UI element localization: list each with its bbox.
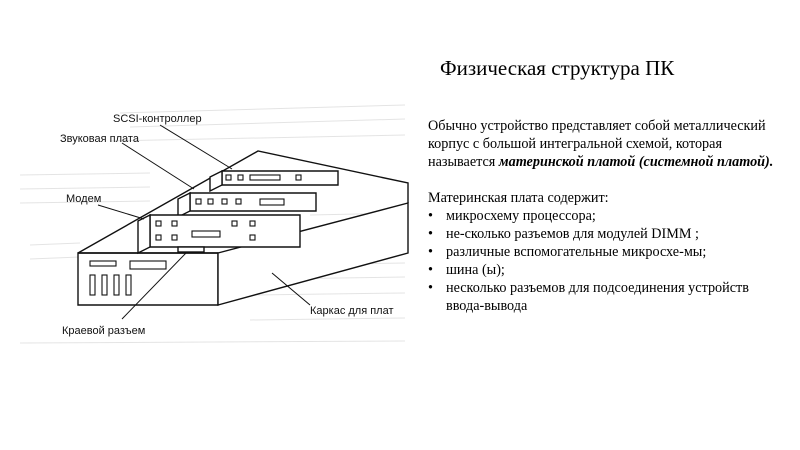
- component-list: •микросхему процессора; •не-сколько разъ…: [428, 207, 788, 315]
- slide-body: Обычно устройство представляет собой мет…: [428, 117, 788, 315]
- bullet-icon: •: [428, 208, 433, 224]
- list-item: •различные вспомогательные микросхе-мы;: [428, 244, 707, 260]
- list-item: •микросхему процессора;: [428, 208, 596, 224]
- slide-title: Физическая структура ПК: [440, 56, 675, 80]
- list-item: •несколько разъемов для подсоединения ус…: [428, 280, 749, 314]
- pc-structure-diagram: SCSI-контроллер Звуковая плата Модем Кра…: [10, 95, 415, 355]
- bullet-icon: •: [428, 244, 433, 260]
- label-sound-card: Звуковая плата: [60, 133, 139, 145]
- list-item: •шина (ы);: [428, 262, 505, 278]
- label-scsi-controller: SCSI-контроллер: [113, 113, 202, 125]
- pc-frame-drawing: [19, 104, 409, 344]
- intro-emphasis: материнской платой (системной платой).: [498, 154, 774, 170]
- label-board-frame: Каркас для плат: [310, 305, 394, 317]
- intro-plain: Обычно устройство представляет собой мет…: [428, 118, 766, 170]
- label-edge-connector: Краевой разъем: [62, 325, 146, 337]
- bullet-icon: •: [428, 226, 433, 242]
- list-heading: Материнская плата содержит:: [428, 190, 609, 206]
- label-modem: Модем: [66, 193, 102, 205]
- intro-paragraph: Обычно устройство представляет собой мет…: [428, 117, 788, 171]
- bullet-icon: •: [428, 280, 433, 296]
- bullet-icon: •: [428, 262, 433, 278]
- list-item: •не-сколько разъемов для модулей DIMM ;: [428, 226, 699, 242]
